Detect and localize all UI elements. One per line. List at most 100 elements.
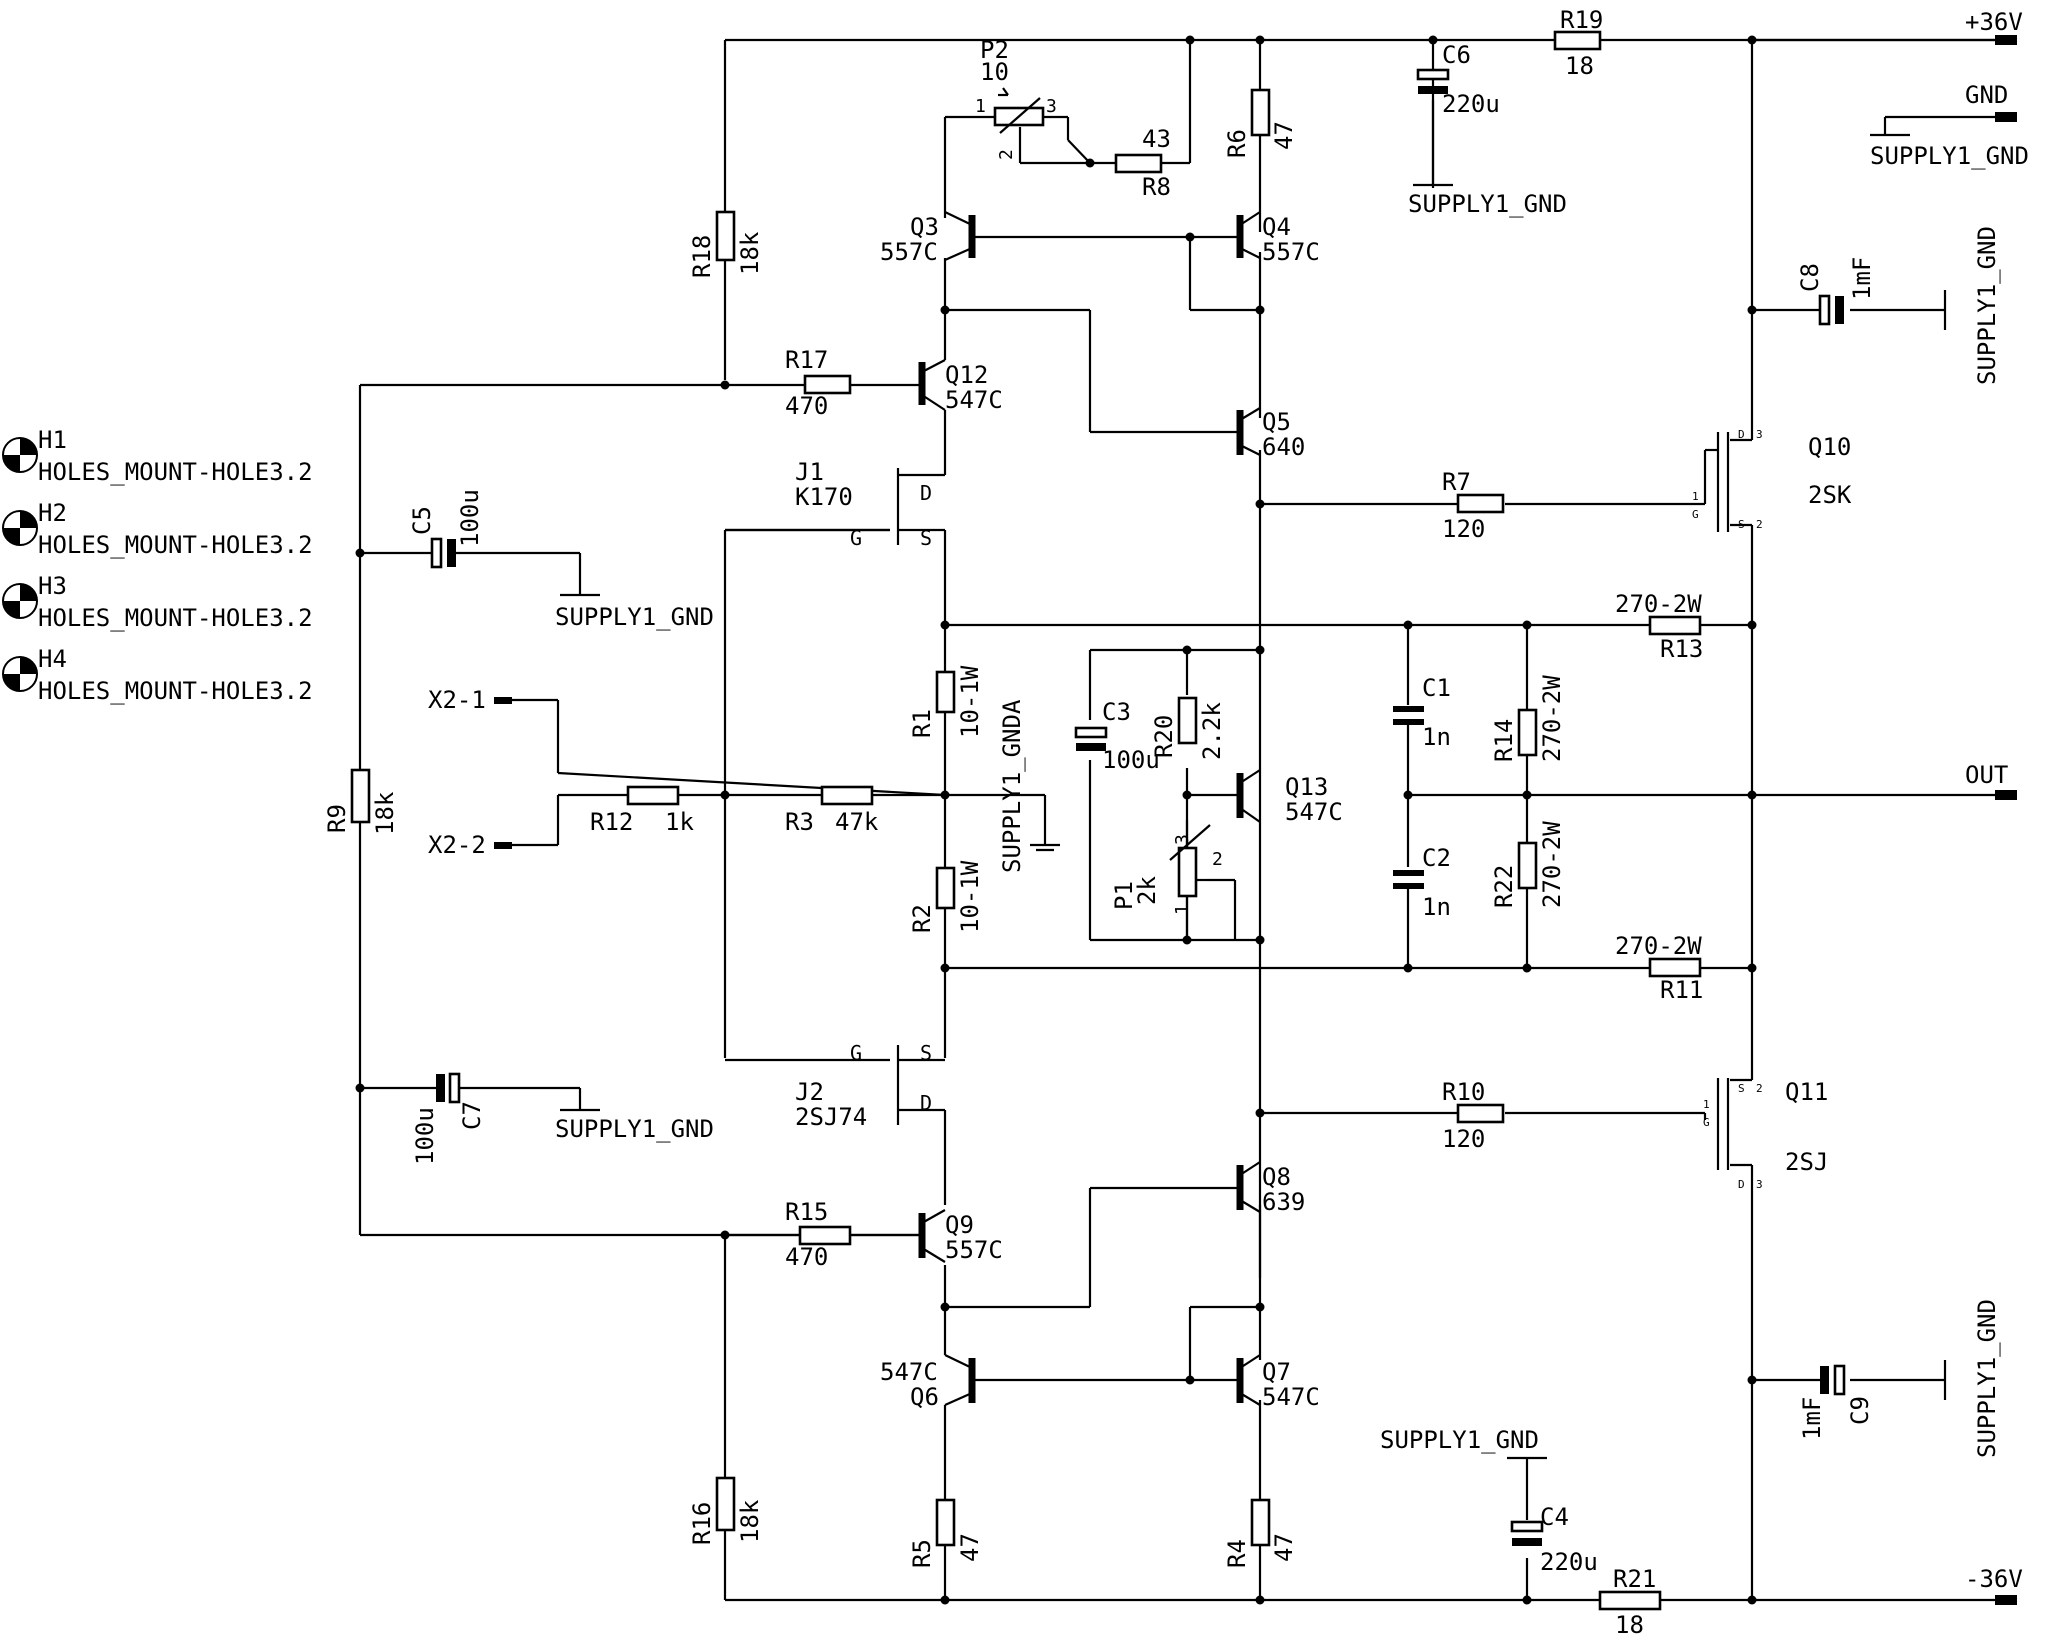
q13-value: 547C — [1285, 798, 1343, 826]
mounting-holes — [2, 437, 38, 692]
r14-value: 270-2W — [1538, 675, 1566, 762]
resistor-r1 — [935, 670, 956, 714]
r10-value: 120 — [1442, 1125, 1485, 1153]
j2-d: D — [920, 1091, 932, 1115]
r22-name: R22 — [1490, 865, 1518, 908]
j1-name: J1 — [795, 458, 824, 486]
q8-value: 639 — [1262, 1188, 1305, 1216]
p1-name: P1 — [1110, 881, 1138, 910]
q6-value: 547C — [880, 1358, 938, 1386]
q11-pin-s: S — [1738, 1082, 1745, 1095]
p2-pin1: 1 — [975, 96, 986, 117]
r20-name: R20 — [1150, 715, 1178, 758]
r9-name: R9 — [323, 804, 351, 833]
q7-value: 547C — [1262, 1383, 1320, 1411]
resistor-r12 — [626, 785, 680, 806]
capacitors — [430, 68, 1846, 1546]
q5-value: 640 — [1262, 433, 1305, 461]
p2-name: P2 — [980, 36, 1009, 64]
q10-value: 2SK — [1808, 481, 1852, 509]
r17-name: R17 — [785, 346, 828, 374]
pad-gnd — [1995, 112, 2017, 122]
resistor-r5 — [935, 1498, 956, 1547]
resistor-r15 — [798, 1225, 852, 1246]
pad-x21 — [494, 697, 512, 704]
junctions — [355, 35, 1757, 1605]
port-out-label: OUT — [1965, 761, 2008, 789]
q9-value: 557C — [945, 1236, 1003, 1264]
mosfets — [1703, 432, 1730, 1170]
hole-h1-value: HOLES_MOUNT-HOLE3.2 — [38, 458, 313, 486]
r7-name: R7 — [1442, 468, 1471, 496]
resistor-r8 — [1114, 153, 1163, 174]
r5-name: R5 — [908, 1539, 936, 1568]
resistor-r9 — [350, 768, 371, 824]
c3-name: C3 — [1102, 698, 1131, 726]
pot-p1 — [1177, 846, 1198, 898]
labels: +36V GND OUT -36V X2-1 X2-2 SUPPLY1_GND … — [38, 6, 2029, 1637]
gnd-label-c5: SUPPLY1_GND — [555, 603, 714, 631]
r20-value: 2.2k — [1198, 702, 1226, 760]
q10-pin-g: G — [1692, 508, 1699, 521]
r8-name: R8 — [1142, 173, 1171, 201]
hole-h3-icon — [2, 583, 38, 619]
j2-name: J2 — [795, 1078, 824, 1106]
r14-name: R14 — [1490, 719, 1518, 762]
resistor-r10 — [1456, 1103, 1505, 1124]
c6-value: 220u — [1442, 90, 1500, 118]
resistor-r7 — [1456, 493, 1505, 514]
r10-name: R10 — [1442, 1078, 1485, 1106]
resistor-r4 — [1250, 1498, 1271, 1547]
resistor-r11 — [1648, 957, 1702, 978]
hole-h1-icon — [2, 437, 38, 473]
c2-name: C2 — [1422, 844, 1451, 872]
gnda-label: SUPPLY1_GNDA — [998, 699, 1026, 873]
r15-value: 470 — [785, 1243, 828, 1271]
resistor-r19 — [1553, 30, 1602, 51]
cap-c6 — [1416, 68, 1450, 81]
p1-pin1: 1 — [1172, 904, 1193, 915]
r18-name: R18 — [688, 235, 716, 278]
hole-h1-name: H1 — [38, 426, 67, 454]
hole-h4-value: HOLES_MOUNT-HOLE3.2 — [38, 677, 313, 705]
gnd-label-port: SUPPLY1_GND — [1870, 142, 2029, 170]
gnd-label-c6: SUPPLY1_GND — [1408, 190, 1567, 218]
q10-pin-d-num: 3 — [1756, 428, 1763, 441]
r1-value: 10-1W — [956, 665, 984, 738]
r9-value: 18k — [371, 791, 399, 835]
j2-g: G — [850, 1041, 862, 1065]
connector-pads — [494, 35, 2017, 1605]
q4-value: 557C — [1262, 238, 1320, 266]
resistor-r13 — [1648, 615, 1702, 636]
q10-name: Q10 — [1808, 433, 1851, 461]
r4-name: R4 — [1223, 1539, 1251, 1568]
r3-name: R3 — [785, 808, 814, 836]
q10-pin-s: S — [1738, 518, 1745, 531]
q3-name: Q3 — [910, 213, 939, 241]
q13-name: Q13 — [1285, 773, 1328, 801]
resistor-r14 — [1517, 708, 1538, 757]
gnd-label-c4: SUPPLY1_GND — [1380, 1426, 1539, 1454]
c1-name: C1 — [1422, 674, 1451, 702]
resistor-r6 — [1250, 88, 1271, 137]
r11-value: 270-2W — [1615, 932, 1702, 960]
resistor-r16 — [715, 1476, 736, 1532]
r12-name: R12 — [590, 808, 633, 836]
c8-value: 1mF — [1848, 257, 1876, 300]
r17-value: 470 — [785, 392, 828, 420]
c9-name: C9 — [1846, 1396, 1874, 1425]
port-x22-label: X2-2 — [428, 831, 486, 859]
r6-name: R6 — [1223, 129, 1251, 158]
r6-value: 47 — [1270, 121, 1298, 150]
transistors — [918, 211, 1261, 1407]
c4-name: C4 — [1540, 1503, 1569, 1531]
r4-value: 47 — [1270, 1533, 1298, 1562]
r16-value: 18k — [736, 1499, 764, 1543]
pad-vneg — [1995, 1595, 2017, 1605]
c8-name: C8 — [1796, 263, 1824, 292]
hole-h4-icon — [2, 656, 38, 692]
q11-pin-g-num: 1 — [1703, 1098, 1710, 1111]
q6-name: Q6 — [910, 1383, 939, 1411]
c1-value: 1n — [1422, 723, 1451, 751]
